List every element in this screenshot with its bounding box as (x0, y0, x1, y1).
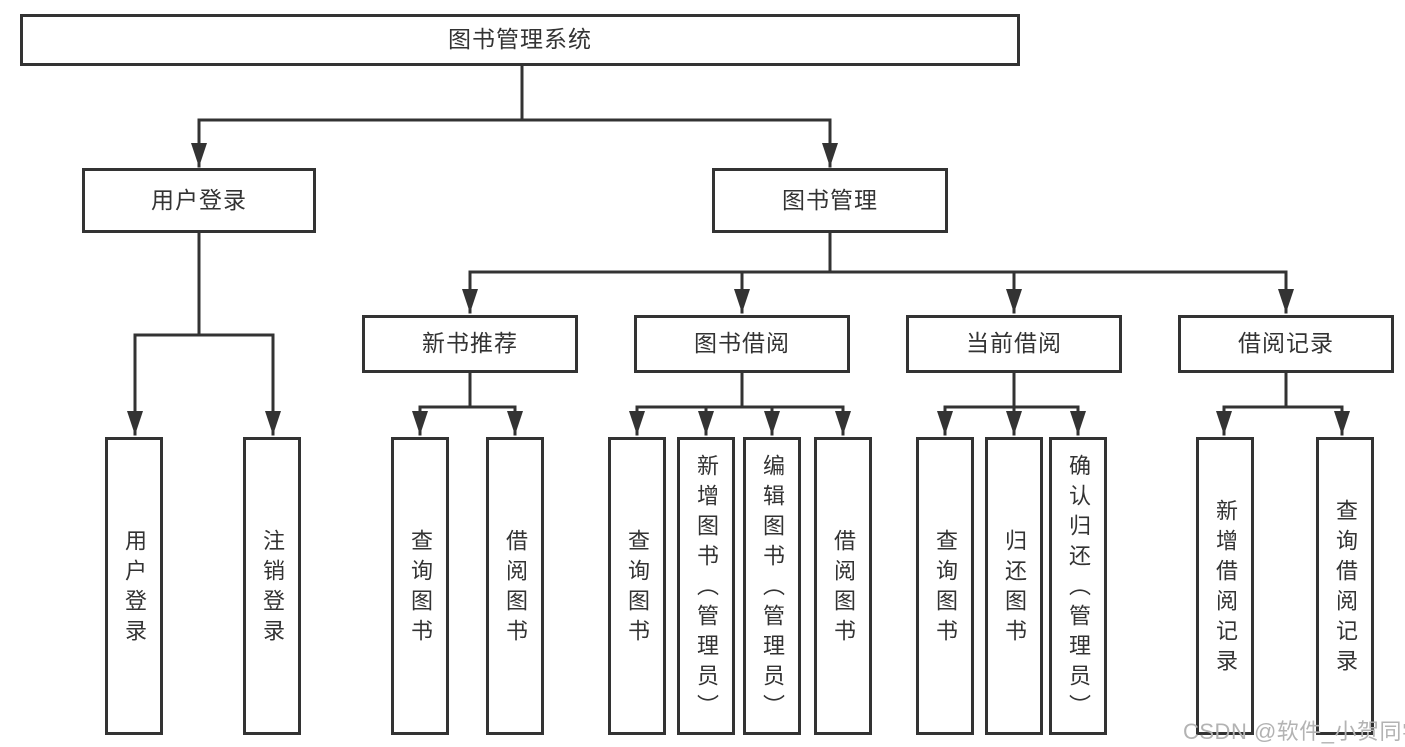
leaf-current-query-books: 查询图书 (916, 437, 974, 735)
node-borrow-records: 借阅记录 (1178, 315, 1394, 373)
csdn-watermark: CSDN @软件_小贺同学 (1183, 719, 1405, 744)
leaf-recommend-query-books: 查询图书 (391, 437, 449, 735)
leaf-borrow-borrow-books: 借阅图书 (814, 437, 872, 735)
node-book-borrow: 图书借阅 (634, 315, 850, 373)
leaf-current-confirm-return-admin: 确认归还（管理员） (1049, 437, 1107, 735)
node-root-library-system: 图书管理系统 (20, 14, 1020, 66)
node-book-management: 图书管理 (712, 168, 948, 233)
leaf-user-login: 用户登录 (105, 437, 163, 735)
leaf-records-query-record: 查询借阅记录 (1316, 437, 1374, 735)
leaf-logout: 注销登录 (243, 437, 301, 735)
node-user-login: 用户登录 (82, 168, 316, 233)
leaf-records-add-record: 新增借阅记录 (1196, 437, 1254, 735)
leaf-current-return-books: 归还图书 (985, 437, 1043, 735)
leaf-borrow-add-books-admin: 新增图书（管理员） (677, 437, 735, 735)
leaf-borrow-query-books: 查询图书 (608, 437, 666, 735)
leaf-borrow-edit-books-admin: 编辑图书（管理员） (743, 437, 801, 735)
leaf-recommend-borrow-books: 借阅图书 (486, 437, 544, 735)
node-current-borrow: 当前借阅 (906, 315, 1122, 373)
node-new-book-recommend: 新书推荐 (362, 315, 578, 373)
